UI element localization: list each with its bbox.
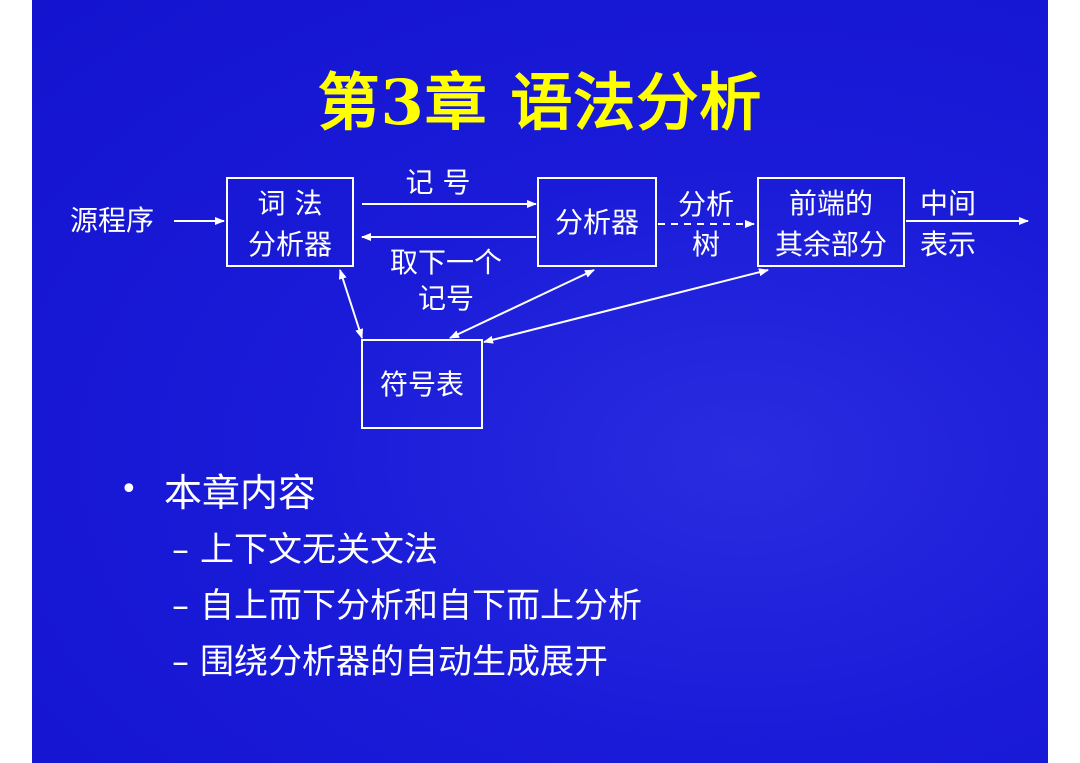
bullet-main: • 本章内容 (120, 462, 642, 517)
dash-icon: – (172, 642, 189, 682)
dash-icon: – (172, 586, 189, 626)
compiler-frontend-diagram: 源程序 词 法 分析器 记 号 取下一个 记号 分析器 分析 树 前端的 其余部… (70, 166, 1029, 429)
symbol-table-box (361, 339, 483, 429)
lexer-box (226, 177, 354, 267)
arrow-frontend-symtab (483, 268, 769, 344)
ir-label-line2: 表示 (920, 228, 976, 261)
lexer-label-line1: 词 法 (258, 187, 323, 220)
source-program-label: 源程序 (70, 204, 154, 237)
frontend-rest-box (757, 177, 905, 267)
parser-label: 分析器 (555, 206, 639, 239)
dash-icon: – (172, 530, 189, 570)
sub-item: – 上下文无关文法 (172, 527, 642, 573)
frontend-rest-label-line2: 其余部分 (775, 228, 887, 261)
slide: 第3章 语法分析 源程序 词 法 分析器 记 号 取下一个 记号 分析器 (32, 0, 1048, 763)
sub-item: – 围绕分析器的自动生成展开 (172, 639, 642, 685)
ir-label-line1: 中间 (920, 187, 976, 220)
arrow-lexer-symtab (338, 269, 364, 339)
sub-list: – 上下文无关文法 – 自上而下分析和自下而上分析 – 围绕分析器的自动生成展开 (172, 527, 642, 685)
slide-title: 第3章 语法分析 (317, 66, 763, 139)
parse-tree-label-line2: 树 (692, 228, 720, 261)
symbol-table-label: 符号表 (380, 368, 464, 401)
frontend-rest-label-line1: 前端的 (789, 187, 873, 220)
next-token-label-line2: 记号 (418, 282, 474, 315)
sub-item-text: 上下文无关文法 (200, 530, 438, 570)
parse-tree-label-line1: 分析 (678, 188, 734, 221)
bullet-main-text: 本章内容 (164, 471, 317, 515)
content-bullets: • 本章内容 – 上下文无关文法 – 自上而下分析和自下而上分析 – 围绕分析器… (120, 462, 642, 695)
parser-box (537, 177, 657, 267)
lexer-label-line2: 分析器 (248, 228, 332, 261)
sub-item: – 自上而下分析和自下而上分析 (172, 583, 642, 629)
sub-item-text: 围绕分析器的自动生成展开 (200, 642, 608, 682)
bullet-dot-icon: • (120, 472, 138, 507)
token-label: 记 号 (406, 166, 471, 199)
next-token-label-line1: 取下一个 (390, 246, 502, 279)
sub-item-text: 自上而下分析和自下而上分析 (200, 586, 642, 626)
